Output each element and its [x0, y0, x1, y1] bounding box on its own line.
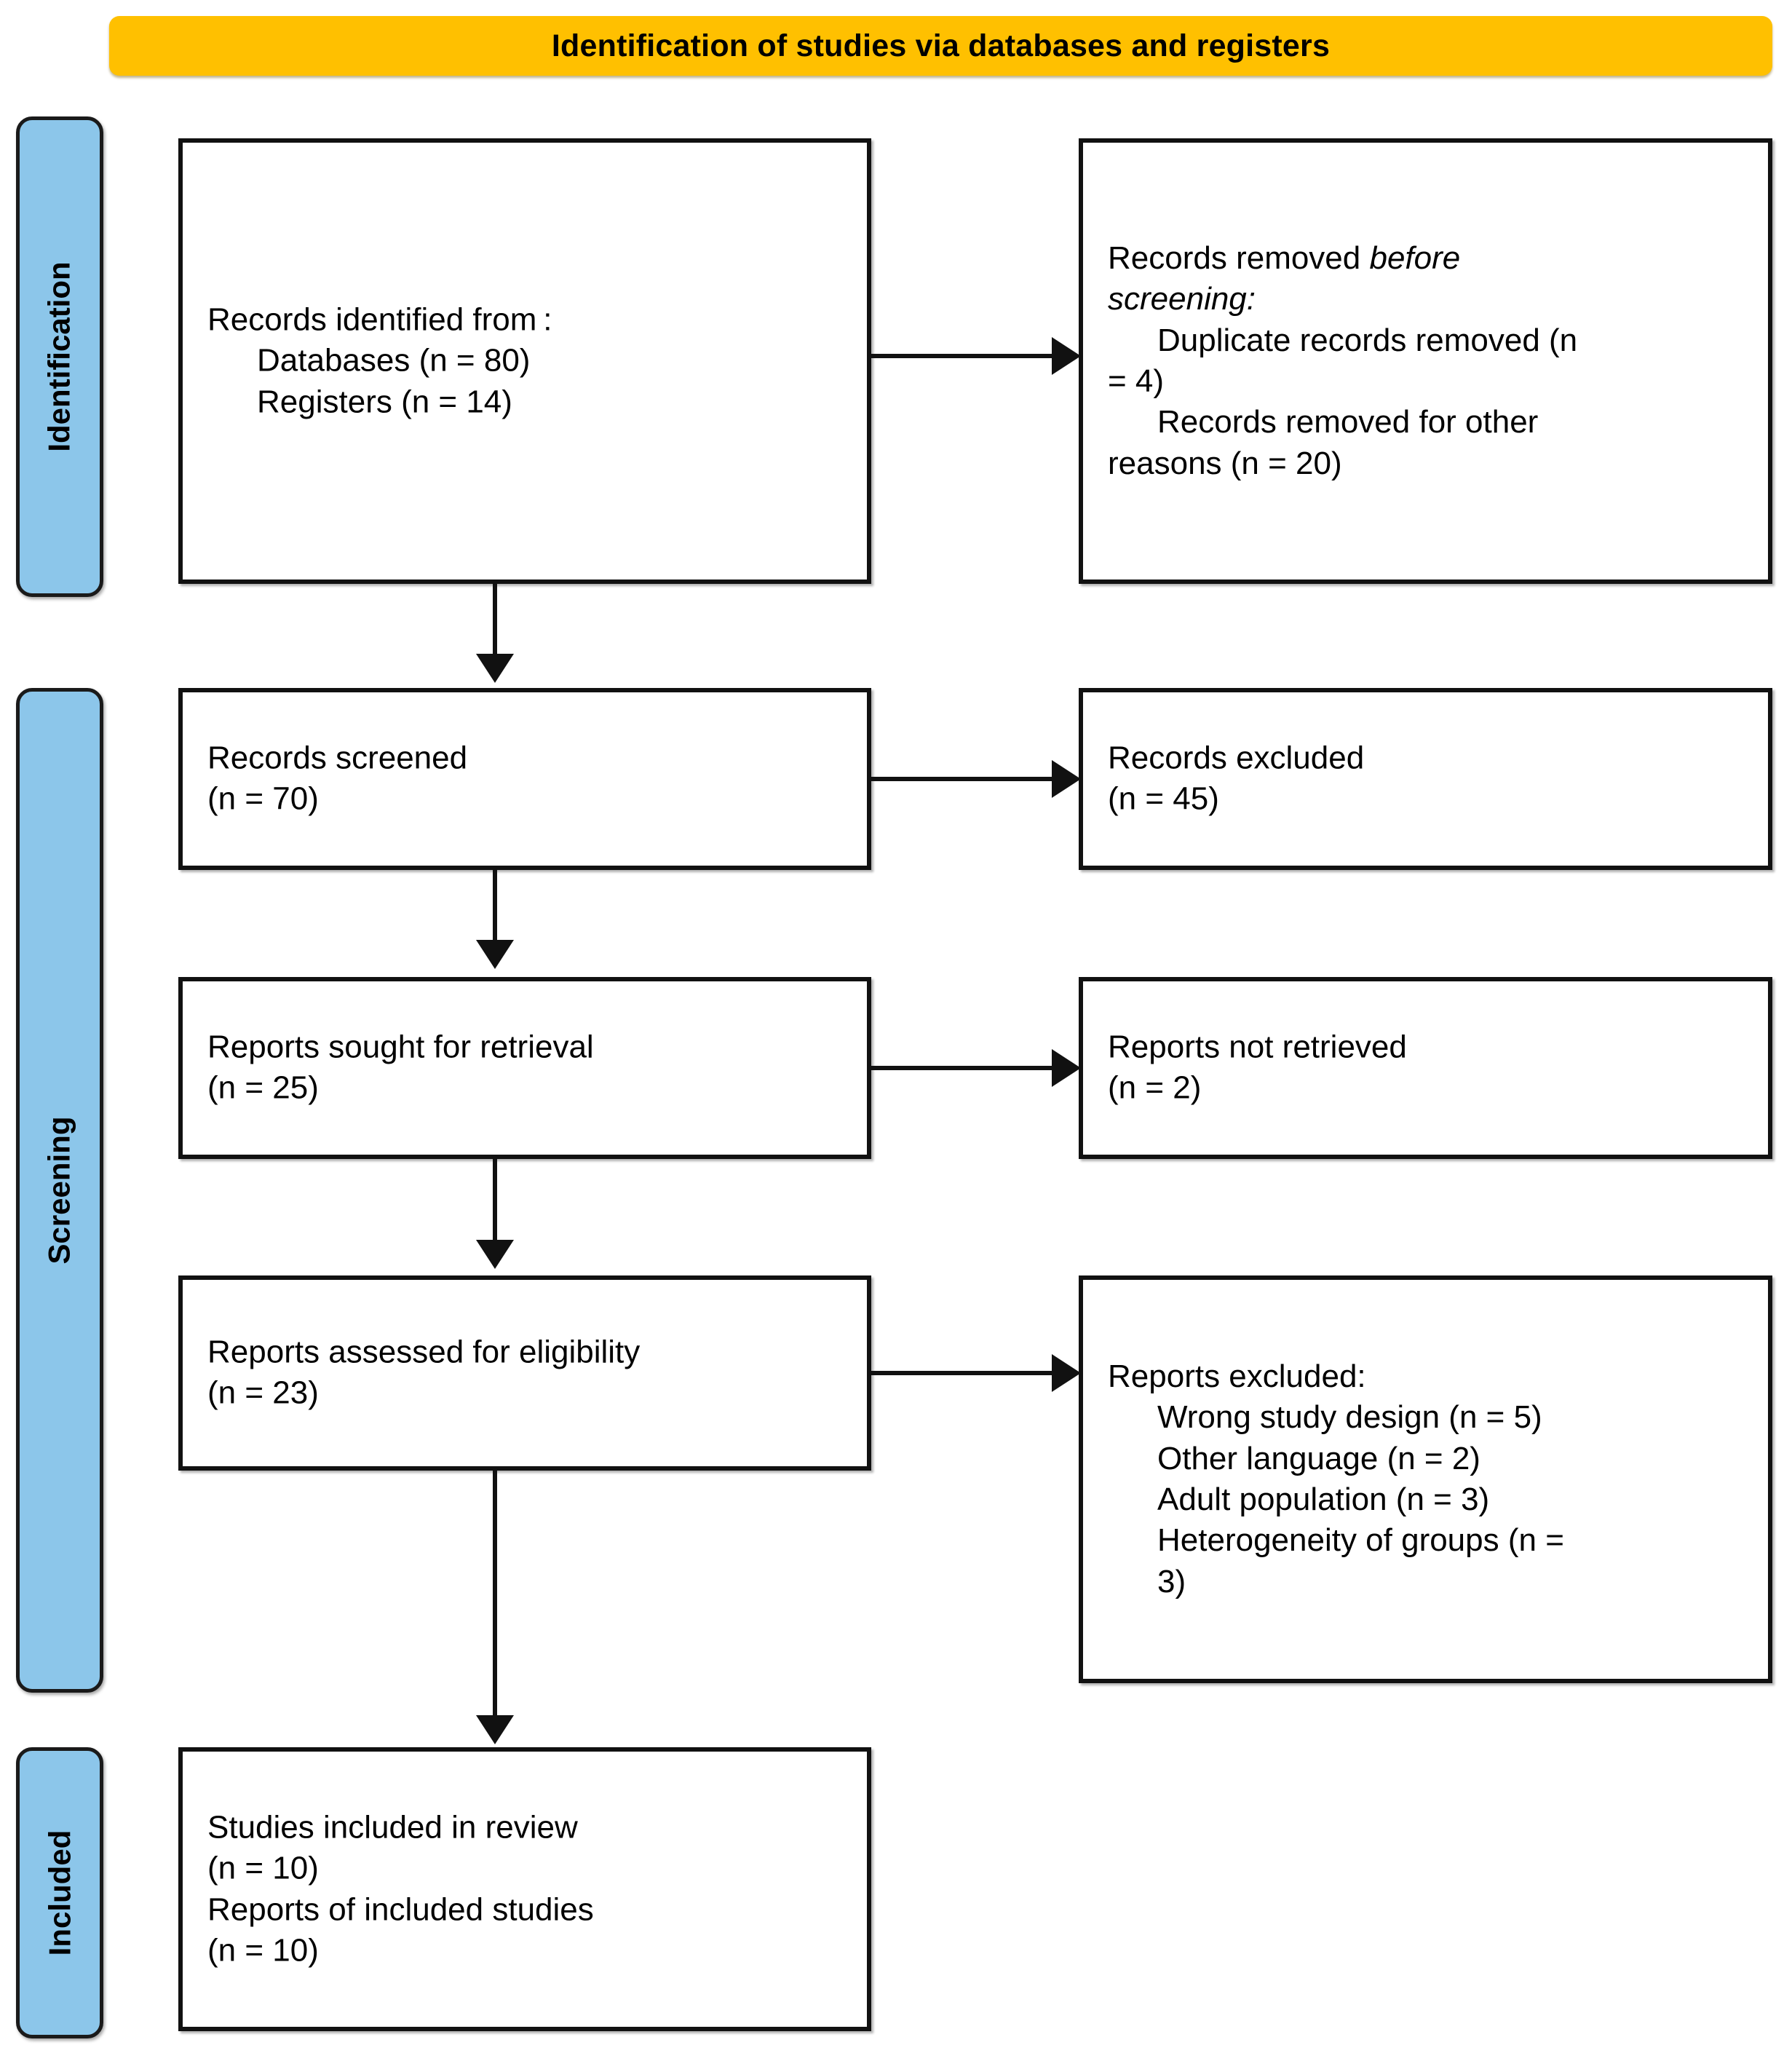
connector-identified-to-screened: [493, 584, 497, 657]
arrow-down-icon: [476, 1240, 514, 1269]
box-records-screened: Records screened (n = 70): [178, 688, 871, 870]
text-line: Registers (n = 14): [257, 384, 512, 420]
text-line: Records removed for other: [1157, 404, 1539, 440]
box-reports-not-retrieved: Reports not retrieved (n = 2): [1079, 977, 1772, 1159]
connector-sought-to-not-retrieved: [871, 1066, 1053, 1070]
connector-assessed-to-included: [493, 1471, 497, 1718]
text-emphasis: before: [1369, 240, 1461, 277]
box-records-excluded-text: Records excluded (n = 45): [1108, 738, 1753, 820]
connector-screened-to-sought: [493, 870, 497, 943]
text-line: Records removed before: [1108, 238, 1753, 279]
box-reports-excluded: Reports excluded: Wrong study design (n …: [1079, 1275, 1772, 1683]
text-line: (n = 2): [1108, 1070, 1202, 1106]
text-line: (n = 23): [207, 1375, 319, 1411]
text-line: (n = 70): [207, 781, 319, 817]
text-line: (n = 10): [207, 1932, 319, 1969]
text-line: Databases (n = 80): [257, 342, 531, 379]
text-line: = 4): [1108, 363, 1165, 399]
text-line: Duplicate records removed (n: [1157, 322, 1578, 358]
text-line: Reports sought for retrieval: [207, 1029, 594, 1065]
arrow-right-icon: [1052, 1354, 1081, 1392]
arrow-down-icon: [476, 654, 514, 683]
box-records-removed: Records removed before screening: Duplic…: [1079, 138, 1772, 584]
stage-label-screening: Screening: [16, 688, 103, 1693]
text-line: Records screened: [207, 740, 468, 776]
box-records-removed-text: Records removed before screening: Duplic…: [1108, 238, 1753, 484]
text-line: (n = 10): [207, 1850, 319, 1886]
stage-label-included: Included: [16, 1747, 103, 2038]
diagram-banner: Identification of studies via databases …: [109, 16, 1772, 76]
connector-identified-to-removed: [871, 354, 1053, 358]
text-line: Studies included in review: [207, 1809, 578, 1846]
box-studies-included: Studies included in review (n = 10) Repo…: [178, 1747, 871, 2031]
box-reports-assessed-text: Reports assessed for eligibility (n = 23…: [207, 1332, 852, 1415]
arrow-right-icon: [1052, 1049, 1081, 1087]
connector-sought-to-assessed: [493, 1159, 497, 1243]
text-line: Reports not retrieved: [1108, 1029, 1407, 1065]
arrow-down-icon: [476, 940, 514, 969]
text-line: (n = 45): [1108, 781, 1219, 817]
box-reports-sought-text: Reports sought for retrieval (n = 25): [207, 1027, 852, 1109]
arrow-right-icon: [1052, 337, 1081, 375]
text-line-plain: Records removed before: [1108, 240, 1461, 277]
arrow-right-icon: [1052, 760, 1081, 798]
box-studies-included-text: Studies included in review (n = 10) Repo…: [207, 1807, 852, 1971]
text-line: Adult population (n = 3): [1157, 1482, 1490, 1517]
text-line: Reports excluded:: [1108, 1358, 1366, 1395]
box-reports-excluded-text: Reports excluded: Wrong study design (n …: [1108, 1356, 1753, 1602]
text-line: Records identified from :: [207, 301, 552, 338]
text-line: Reports assessed for eligibility: [207, 1334, 641, 1370]
stage-label-screening-text: Screening: [42, 1116, 77, 1265]
box-records-screened-text: Records screened (n = 70): [207, 738, 852, 820]
text-line: Records excluded: [1108, 740, 1365, 776]
stage-label-identification-text: Identification: [42, 261, 76, 452]
text-line: reasons (n = 20): [1108, 445, 1342, 481]
text-line: Heterogeneity of groups (n =: [1157, 1522, 1564, 1559]
arrow-down-icon: [476, 1715, 514, 1744]
banner-title: Identification of studies via databases …: [551, 28, 1331, 63]
box-records-excluded: Records excluded (n = 45): [1079, 688, 1772, 870]
text-line: Wrong study design (n = 5): [1157, 1399, 1542, 1436]
box-reports-not-retrieved-text: Reports not retrieved (n = 2): [1108, 1027, 1753, 1109]
stage-label-identification: Identification: [16, 116, 103, 597]
stage-label-included-text: Included: [42, 1830, 76, 1956]
text-line: (n = 25): [207, 1070, 319, 1106]
box-reports-assessed: Reports assessed for eligibility (n = 23…: [178, 1275, 871, 1471]
connector-screened-to-excluded: [871, 777, 1053, 781]
box-reports-sought: Reports sought for retrieval (n = 25): [178, 977, 871, 1159]
box-records-identified: Records identified from : Databases (n =…: [178, 138, 871, 584]
text-line: Reports of included studies: [207, 1891, 594, 1927]
text-line: screening:: [1108, 281, 1256, 317]
connector-assessed-to-excluded: [871, 1371, 1053, 1375]
text-line: 3): [1157, 1563, 1186, 1599]
box-records-identified-text: Records identified from : Databases (n =…: [207, 300, 852, 423]
text-line: Other language (n = 2): [1157, 1440, 1480, 1476]
